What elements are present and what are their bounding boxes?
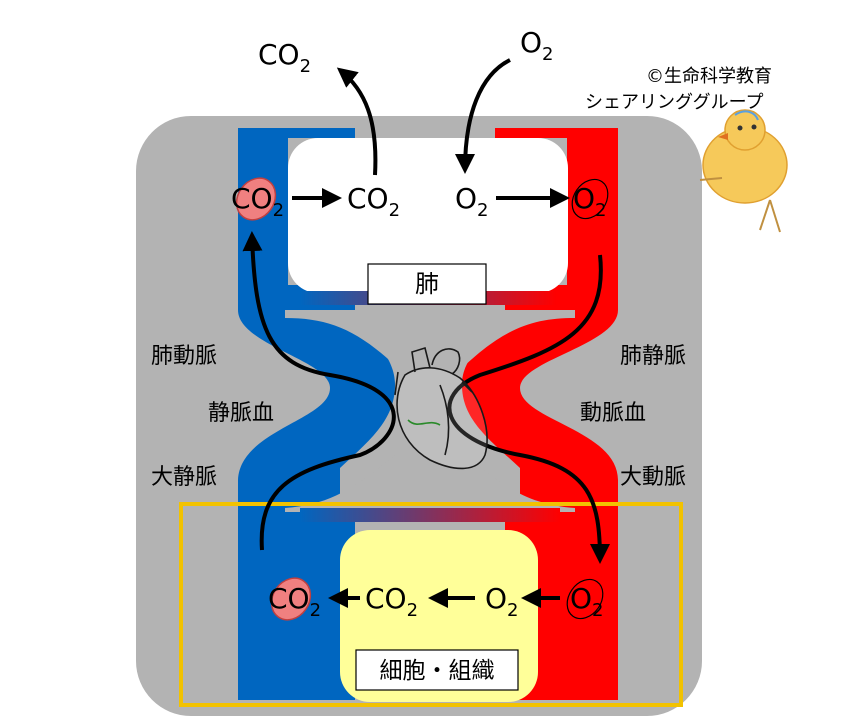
lung-right-o2: O2 <box>573 182 607 221</box>
tissue-frame <box>179 502 683 707</box>
label-pulmonary-artery: 肺動脈 <box>151 344 217 369</box>
lung-label: 肺 <box>415 270 439 298</box>
tissue-mid-o2: O2 <box>485 582 519 621</box>
rbc-tissue-left <box>270 577 312 621</box>
tissue-right-o2: O2 <box>570 582 604 621</box>
venous-vessel <box>238 128 395 700</box>
top-co2-label: CO2 <box>258 38 311 77</box>
top-o2-label: O2 <box>520 26 554 65</box>
credit-line-1: ©生命科学教育 <box>646 66 772 87</box>
label-aorta: 大動脈 <box>620 465 686 490</box>
upper-exhale-arrow <box>336 67 378 176</box>
credit-line-2: シェアリンググループ <box>585 92 764 113</box>
tissue-capillary <box>300 508 560 522</box>
label-arterial-blood: 動脈血 <box>580 401 646 426</box>
tissue-label-box <box>355 649 519 691</box>
heart-icon <box>394 346 488 470</box>
label-pulmonary-vein: 肺静脈 <box>620 344 686 369</box>
venous-flow-arrow <box>242 231 396 551</box>
lung-label-box <box>367 263 487 305</box>
rbc-lung-left <box>235 177 277 221</box>
rbc-tissue-right <box>566 578 604 620</box>
lung-chamber <box>288 138 568 293</box>
arterial-vessel <box>462 128 618 700</box>
tissue-label: 細胞・組織 <box>380 658 495 684</box>
upper-inhale-arrow <box>455 58 511 174</box>
rbc-lung-right <box>571 178 609 220</box>
arterial-flow-arrow <box>447 254 610 564</box>
lung-left-co2: CO2 <box>231 182 284 221</box>
upper-grey-band <box>285 310 575 375</box>
label-vena-cava: 大静脈 <box>151 465 217 490</box>
lung-mid-co2: CO2 <box>347 182 400 221</box>
chick-mascot-icon <box>699 109 788 233</box>
lower-grey-band <box>285 455 575 512</box>
lung-mid-o2: O2 <box>455 182 489 221</box>
tissue-mid-co2: CO2 <box>365 582 418 621</box>
label-venous-blood: 静脈血 <box>208 401 274 426</box>
tissue-left-co2: CO2 <box>268 582 321 621</box>
